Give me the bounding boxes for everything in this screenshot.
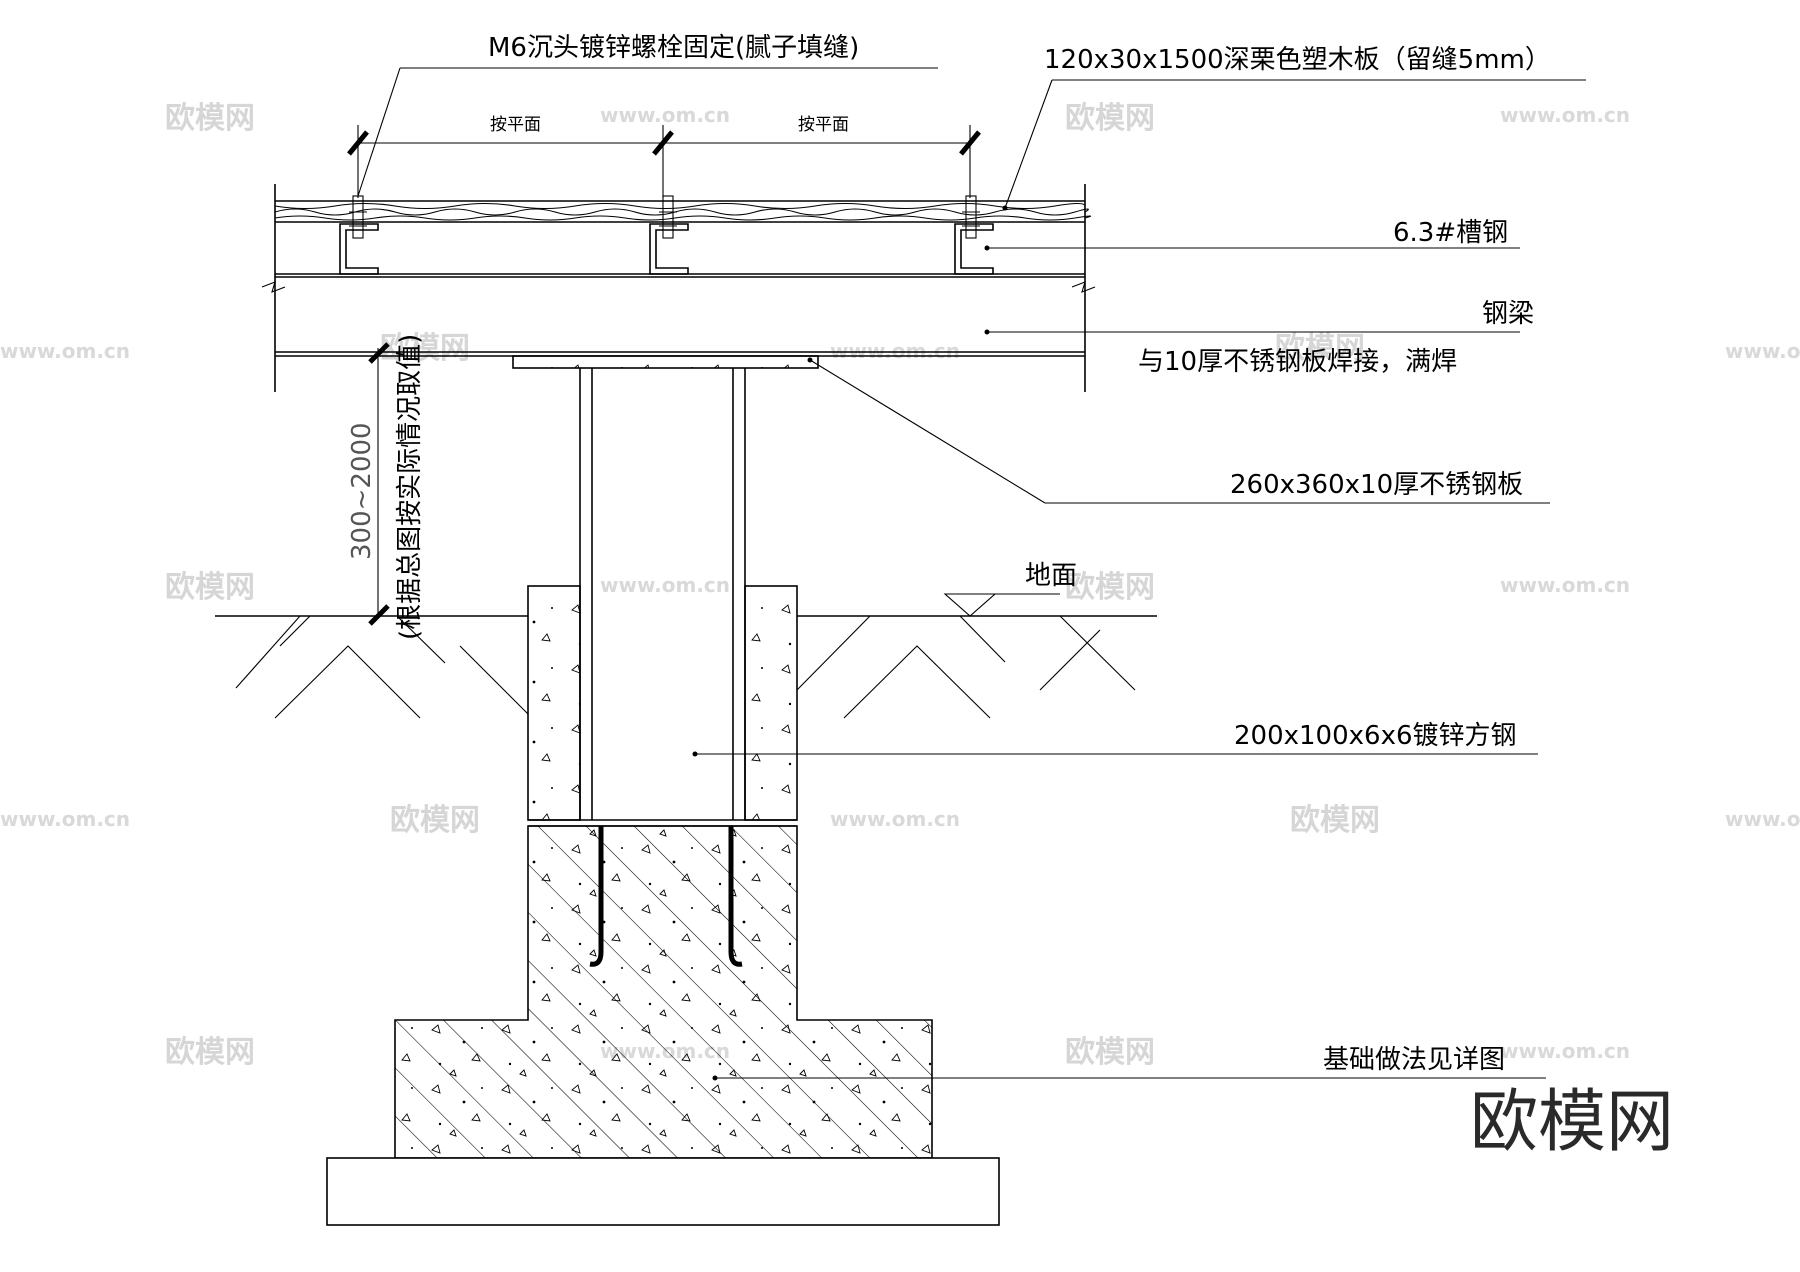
watermark-url: www.om.cn: [0, 807, 130, 831]
leader-lines: [357, 67, 1586, 1081]
watermark-brand: 欧模网: [1065, 1035, 1155, 1070]
height-value: 300~2000: [347, 422, 377, 560]
watermark-brand: 欧模网: [1065, 101, 1155, 136]
brand-logo: 欧模网: [1470, 1083, 1674, 1162]
label-stainless-plate: 260x360x10厚不锈钢板: [1230, 470, 1523, 500]
watermark-brand: 欧模网: [1275, 331, 1365, 366]
label-channel-steel: 6.3#槽钢: [1393, 218, 1508, 248]
label-board: 120x30x1500深栗色塑木板（留缝5mm）: [1044, 45, 1551, 75]
wpc-deck-board: [274, 184, 1092, 392]
spacing-dimension: 按平面 按平面: [347, 115, 981, 198]
watermark-brand: 欧模网: [380, 331, 470, 366]
height-note: (根据总图按实际情况取值): [395, 334, 425, 640]
watermark-url: www.om.cn: [830, 339, 960, 363]
channel-steel-left: [339, 223, 379, 275]
watermark-url: www.om.cn: [1500, 103, 1630, 127]
bolt-right: [962, 195, 980, 239]
ground-level-marker: 地面: [943, 561, 1077, 617]
watermark-url: www.om.cn: [600, 573, 730, 597]
watermark-url: www.om.cn: [600, 103, 730, 127]
watermark-url: www.om.cn: [1500, 1039, 1630, 1063]
ground-label: 地面: [1025, 561, 1077, 591]
stainless-steel-plate: [512, 355, 819, 369]
spacing-label-left: 按平面: [490, 115, 541, 135]
label-square-steel: 200x100x6x6镀锌方钢: [1234, 721, 1517, 751]
watermark-brand: 欧模网: [165, 570, 255, 605]
watermark-brand: 欧模网: [165, 1035, 255, 1070]
concrete-foundation: [326, 825, 1000, 1226]
label-steel-beam: 钢梁: [1482, 299, 1534, 329]
watermark-url: www.om.cn: [1725, 807, 1800, 831]
watermark-url: www.om.cn: [1725, 339, 1800, 363]
anchor-bolts: [589, 826, 743, 967]
watermark-url: www.om.cn: [830, 807, 960, 831]
bolt-middle: [659, 195, 677, 239]
channel-steel-middle: [649, 223, 689, 275]
watermark-brand: 欧模网: [165, 101, 255, 136]
watermark-layer: 欧模网 欧模网 www.om.cn www.om.cn www.om.cn 欧模…: [0, 101, 1800, 1070]
height-dimension: 300~2000 (根据总图按实际情况取值): [347, 334, 425, 640]
foundation-cushion: [326, 1157, 1000, 1226]
label-bolt: M6沉头镀锌螺栓固定(腻子填缝): [488, 33, 859, 63]
concrete-collar: [527, 585, 798, 827]
label-foundation: 基础做法见详图: [1323, 1045, 1505, 1075]
watermark-url: www.om.cn: [0, 339, 130, 363]
bolt-left: [349, 195, 367, 239]
watermark-url: www.om.cn: [1500, 573, 1630, 597]
watermark-brand: 欧模网: [1065, 570, 1155, 605]
label-weld: 与10厚不锈钢板焊接，满焊: [1138, 347, 1457, 377]
spacing-label-right: 按平面: [798, 115, 849, 135]
ground-surface: [215, 615, 1157, 719]
watermark-brand: 欧模网: [390, 803, 480, 838]
watermark-brand: 欧模网: [1290, 803, 1380, 838]
